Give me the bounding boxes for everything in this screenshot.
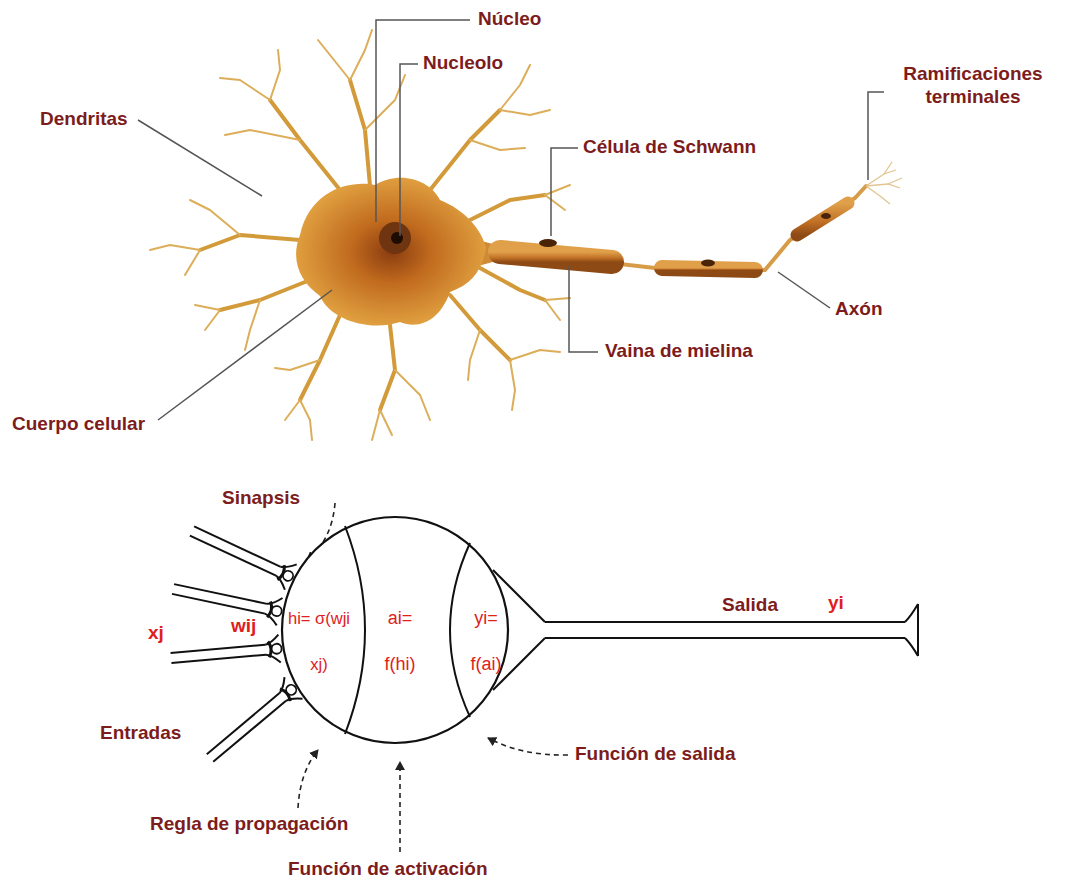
part-label: Núcleo [478, 8, 541, 31]
signal-label: xj [148, 622, 164, 645]
circle-outline [280, 515, 510, 745]
axon [478, 162, 902, 270]
myelin-segment [500, 252, 612, 262]
leader-lines [138, 20, 884, 420]
part-label: Cuerpo celular [12, 413, 145, 436]
dendrites [150, 30, 570, 440]
region-divider [345, 526, 365, 734]
formula-text: yi= f(ai) [466, 595, 506, 687]
part-label: Nucleolo [423, 52, 503, 75]
neuron-circle: hi= σ(wji xj) ai= f(hi) yi= f(ai) [280, 515, 510, 745]
myelin-segment [797, 203, 848, 235]
part-label: Axón [835, 298, 883, 321]
part-label: Vaina de mielina [605, 340, 753, 363]
part-label: Célula de Schwann [583, 136, 756, 159]
part-label: Dendritas [40, 108, 128, 131]
formula-text: ai= f(hi) [380, 595, 420, 687]
formula-text: hi= σ(wji xj) [288, 595, 350, 687]
part-label: Función de activación [288, 858, 488, 881]
terminal-branches [866, 162, 902, 204]
part-label: Entradas [100, 722, 181, 745]
region-divider [450, 543, 470, 717]
nucleus [379, 222, 411, 254]
output-axon [493, 570, 918, 690]
schwann-nucleus [821, 213, 831, 219]
schwann-nucleus [701, 260, 715, 267]
part-label: Salida [722, 594, 778, 617]
part-label: Función de salida [575, 743, 735, 766]
nucleolus [391, 232, 403, 244]
cell-body [296, 178, 486, 326]
signal-label: yi [828, 592, 844, 615]
part-label: Sinapsis [222, 487, 300, 510]
schwann-nucleus [539, 239, 557, 247]
part-label: Regla de propagación [150, 813, 348, 836]
myelin-segment [662, 268, 755, 270]
part-label: Ramificaciones terminales [888, 63, 1058, 109]
signal-label: wij [231, 615, 256, 638]
